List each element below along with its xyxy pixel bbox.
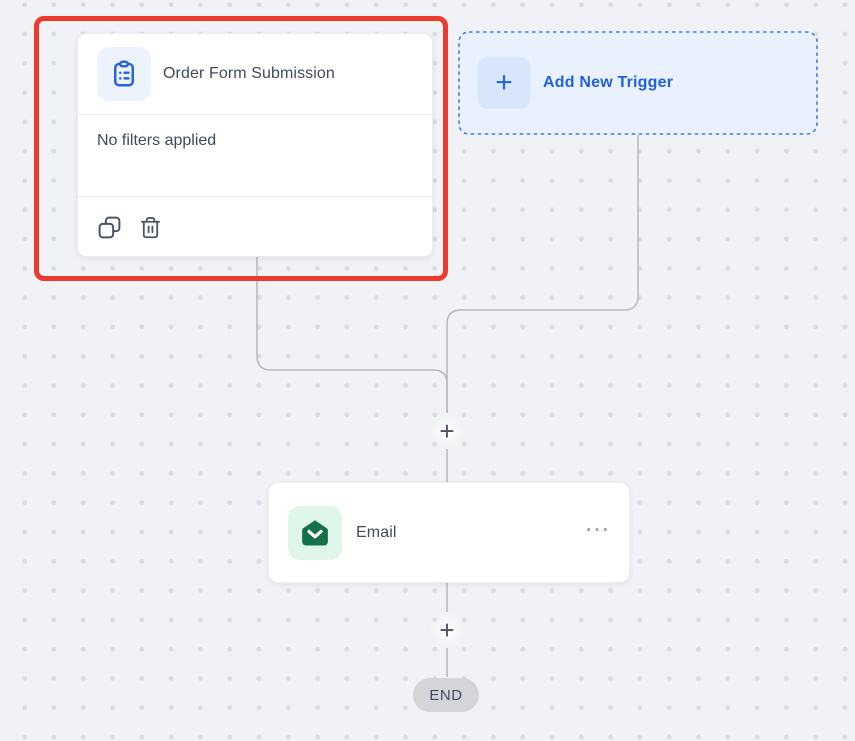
trigger-card-filters-text: No filters applied bbox=[78, 114, 432, 196]
clipboard-icon bbox=[114, 60, 134, 87]
insert-step-plus-button-1[interactable]: + bbox=[429, 413, 465, 449]
trash-icon[interactable] bbox=[139, 216, 162, 239]
clipboard-icon-tile bbox=[97, 47, 151, 101]
trigger-card-footer bbox=[78, 196, 432, 258]
trigger-card-header: Order Form Submission bbox=[78, 34, 432, 114]
copy-icon[interactable] bbox=[97, 215, 122, 240]
connector-trigger-to-merge bbox=[256, 257, 448, 413]
add-new-trigger-label: Add New Trigger bbox=[543, 74, 674, 91]
trigger-card-title: Order Form Submission bbox=[163, 65, 335, 82]
action-card-email[interactable]: Email ··· bbox=[268, 482, 630, 583]
more-options-icon[interactable]: ··· bbox=[586, 519, 611, 541]
insert-step-plus-button-2[interactable]: + bbox=[429, 612, 465, 648]
plus-icon: + bbox=[478, 57, 530, 109]
end-badge: END bbox=[413, 678, 479, 712]
email-open-icon bbox=[302, 519, 328, 545]
connector-addtrigger-to-merge bbox=[446, 135, 639, 413]
add-new-trigger-button[interactable]: + Add New Trigger bbox=[458, 31, 818, 135]
trigger-card-order-form-submission[interactable]: Order Form Submission No filters applied bbox=[77, 33, 433, 257]
email-open-icon-tile bbox=[288, 505, 342, 560]
action-card-title: Email bbox=[356, 523, 397, 541]
